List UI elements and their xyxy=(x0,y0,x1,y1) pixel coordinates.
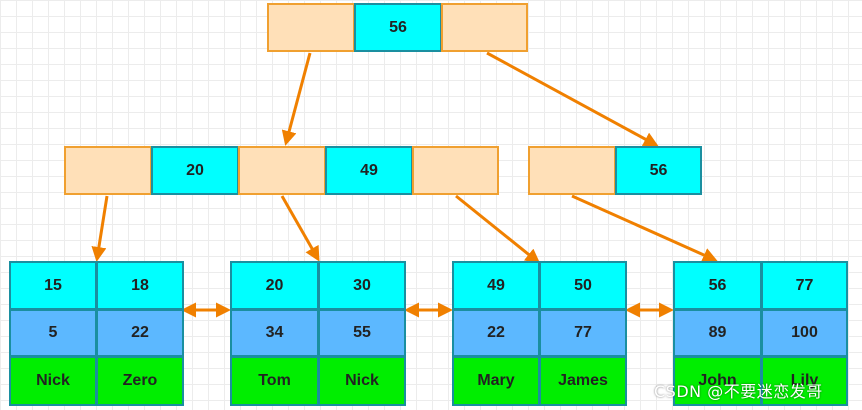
leaf-3-key-1: 49 xyxy=(452,261,540,310)
root-key: 56 xyxy=(354,3,442,52)
leaf-2-key-1: 20 xyxy=(230,261,319,310)
leaf-1-value-1: 5 xyxy=(9,309,97,357)
arrow-internal-to-leaf-1 xyxy=(91,195,109,262)
internal-left-pointer-1 xyxy=(64,146,152,195)
leaf-2-name-2: Nick xyxy=(318,356,406,406)
leaf-1-key-1: 15 xyxy=(9,261,97,310)
leaf-2-key-2: 30 xyxy=(318,261,406,310)
arrow-root-to-right-node xyxy=(486,51,659,147)
internal-right-pointer xyxy=(528,146,616,195)
leaf-4-value-2: 100 xyxy=(761,309,848,357)
leaf-4-name-2: Lily xyxy=(761,356,848,406)
leaf-1-name-1: Nick xyxy=(9,356,97,406)
leaf-2-name-1: Tom xyxy=(230,356,319,406)
internal-left-pointer-2 xyxy=(238,146,326,195)
leaf-3-name-1: Mary xyxy=(452,356,540,406)
leaf-1-key-2: 18 xyxy=(96,261,184,310)
leaf-1-value-2: 22 xyxy=(96,309,184,357)
arrow-root-to-left-node xyxy=(281,52,312,146)
root-pointer-left xyxy=(267,3,355,52)
arrow-internal-to-leaf-2 xyxy=(280,195,320,262)
leaf-1-name-2: Zero xyxy=(96,356,184,406)
arrow-internal-to-leaf-3 xyxy=(455,194,541,264)
leaf-4-value-1: 89 xyxy=(673,309,762,357)
internal-left-pointer-3 xyxy=(412,146,499,195)
leaf-3-key-2: 50 xyxy=(539,261,627,310)
leaf-4-key-1: 56 xyxy=(673,261,762,310)
leaf-3-value-2: 77 xyxy=(539,309,627,357)
arrow-internal-to-leaf-4 xyxy=(571,194,718,262)
leaf-3-value-1: 22 xyxy=(452,309,540,357)
leaf-4-key-2: 77 xyxy=(761,261,848,310)
watermark: CSDN @不要迷恋发哥 xyxy=(654,382,823,401)
internal-right-key: 56 xyxy=(615,146,702,195)
leaf-3-name-2: James xyxy=(539,356,627,406)
internal-left-key-1: 20 xyxy=(151,146,239,195)
root-pointer-right xyxy=(441,3,528,52)
leaf-2-value-2: 55 xyxy=(318,309,406,357)
leaf-2-value-1: 34 xyxy=(230,309,319,357)
internal-left-key-2: 49 xyxy=(325,146,413,195)
